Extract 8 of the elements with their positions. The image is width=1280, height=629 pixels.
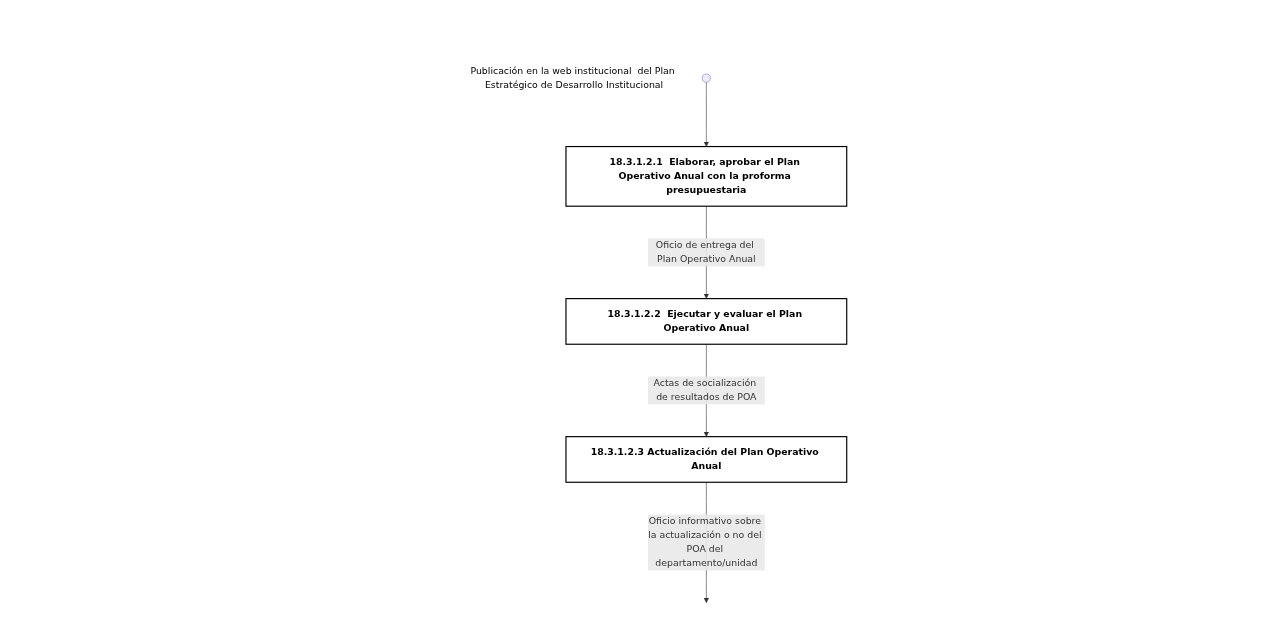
edge-label: Oficio informativo sobre la actualización o no del POA del departamento/unidad [647,515,762,569]
node-box: 18.3.1.2.1 Elaborar, aprobar el Plan Operativo Anual con la proforma presupuestaria [565,145,848,207]
edge-label: Actas de socialización de resultados de POA [653,377,757,403]
edge-label: Oficio de entrega del Plan Operativo Anual [655,239,756,265]
node-circle [701,73,711,82]
node-box: 18.3.1.2.3 Actualización del Plan Operativo Anual [565,435,848,483]
node-box: 18.3.1.2.2 Ejecutar y evaluar el Plan Operativo Anual [565,297,848,345]
node-label: Publicación en la web institucional del Plan Estratégico de Desarrollo Institucional [470,64,675,90]
